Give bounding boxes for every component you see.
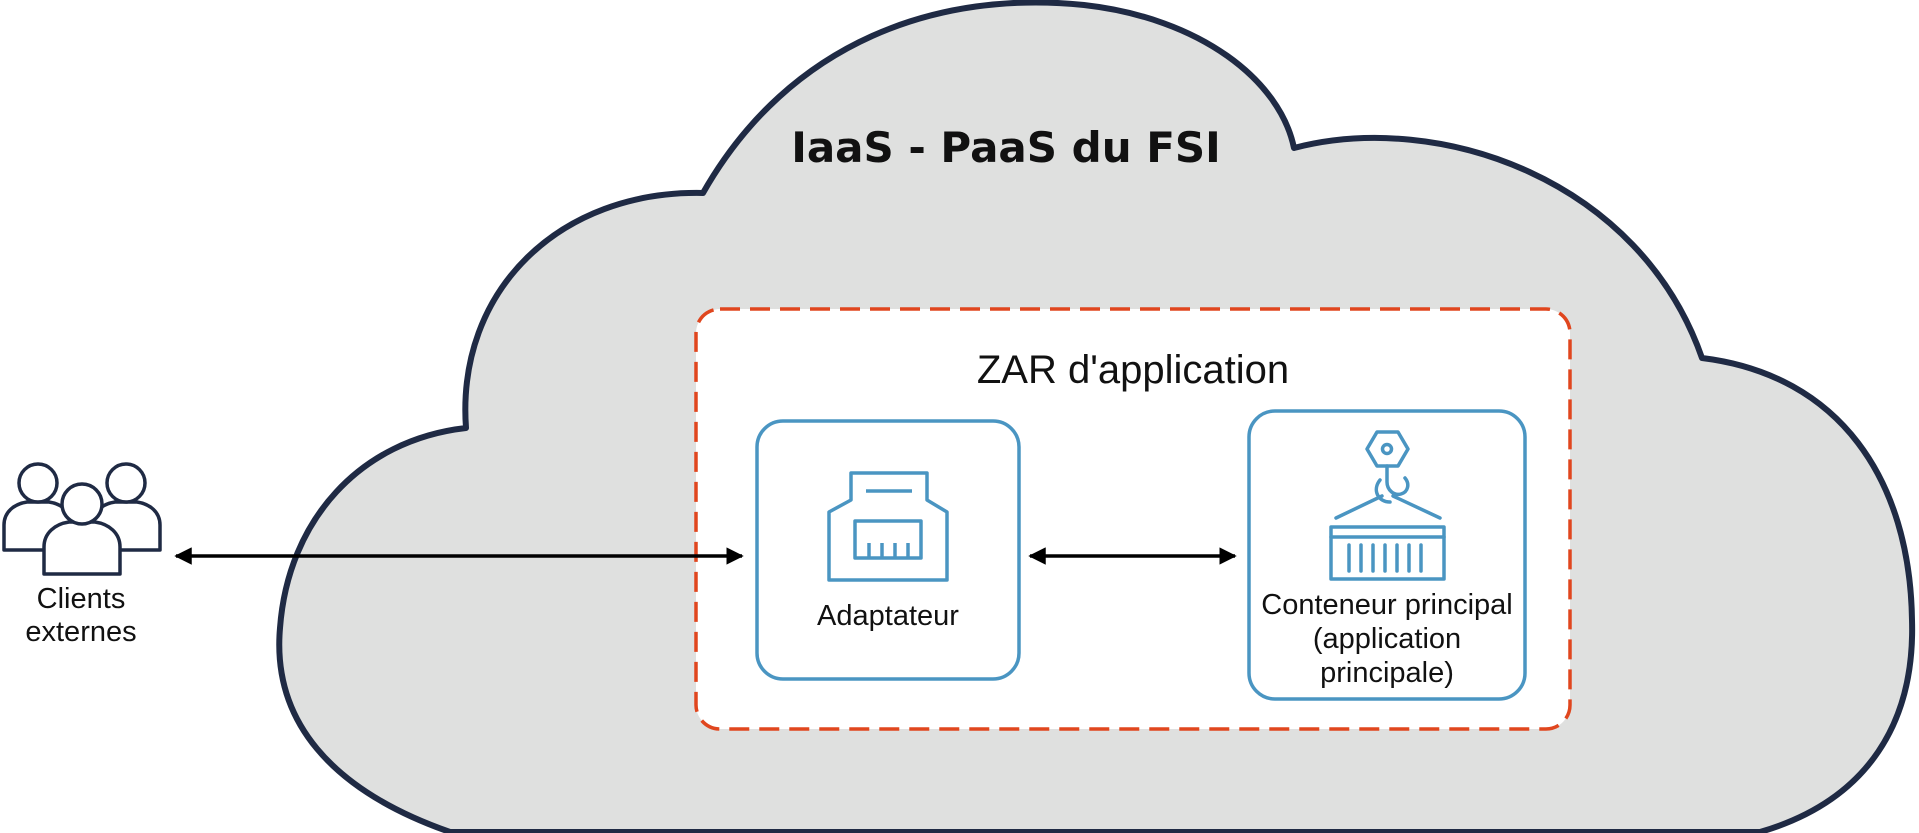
network-adapter-icon [827,471,949,582]
zone-title: ZAR d'application [977,348,1289,392]
cloud-title: IaaS - PaaS du FSI [791,123,1221,172]
people-group-icon [2,462,162,576]
clients-label-line1: Clients [37,583,126,615]
adapter-node: Adaptateur [755,419,1021,681]
main-container-label-line2: (application [1313,623,1461,655]
clients-actor: Clients externes [2,462,162,648]
main-container-node: Conteneur principal (application princip… [1247,409,1527,701]
clients-label-line2: externes [25,616,136,648]
crane-container-icon [1329,430,1446,581]
main-container-label-line3: principale) [1320,657,1454,689]
adapter-label: Adaptateur [817,600,959,632]
main-container-label-line1: Conteneur principal [1261,589,1512,621]
